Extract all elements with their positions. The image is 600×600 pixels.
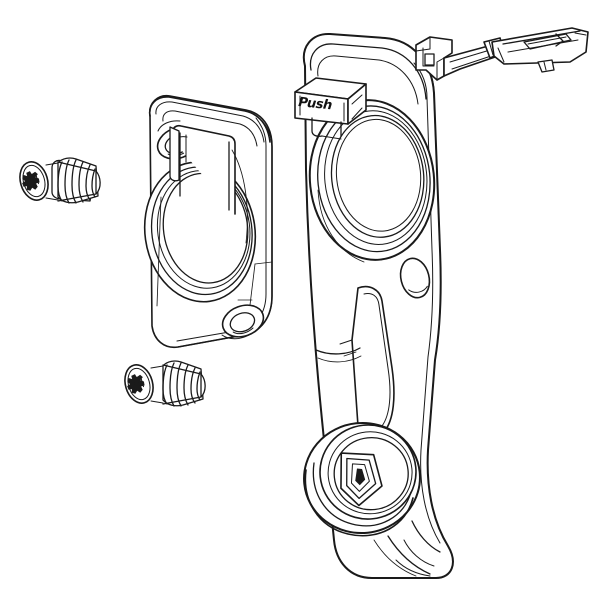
screw-icon-upper — [19, 157, 101, 204]
lock-cylinder-collar — [303, 421, 421, 537]
housing-icon — [294, 32, 454, 579]
screw-icon-lower — [124, 360, 206, 407]
push-button-icon — [294, 77, 367, 140]
keyhole-icon — [340, 452, 383, 507]
latch-icon — [415, 27, 589, 81]
bezel-icon — [143, 94, 273, 349]
